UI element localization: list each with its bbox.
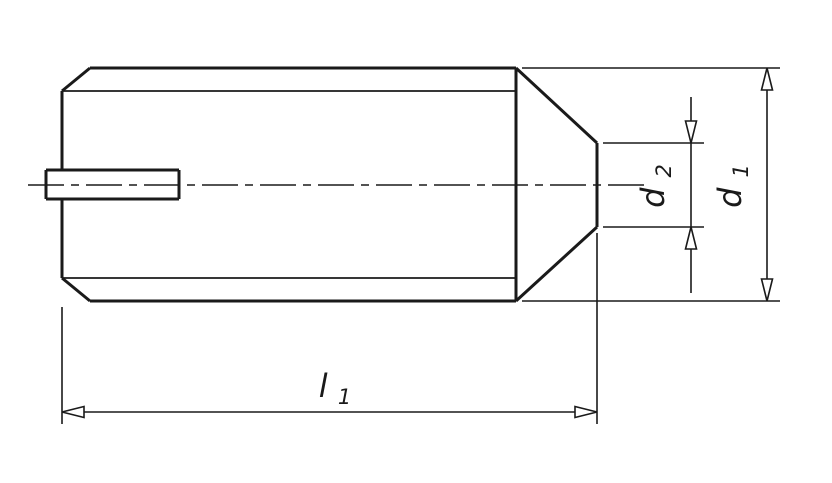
d1-arrowhead-top	[760, 67, 774, 91]
l1-arrowhead-right	[574, 405, 598, 419]
cone-bottom-flank	[514, 225, 599, 303]
label-d1: d 1	[711, 164, 753, 208]
d1-arrowhead-bottom	[760, 278, 774, 302]
dimension-d2: d 2	[603, 97, 704, 293]
label-l1-symbol: l	[319, 367, 328, 405]
thread-lines	[62, 90, 516, 279]
dimension-d1: d 1	[522, 67, 780, 302]
d2-arrowhead-bottom	[684, 226, 698, 250]
d2-arrowhead-top	[684, 120, 698, 144]
label-d2: d 2	[634, 164, 676, 208]
label-d2-subscript: 2	[652, 164, 676, 177]
label-l1-subscript: 1	[338, 385, 351, 409]
label-d1-symbol: d	[711, 187, 749, 208]
label-l1: l 1	[319, 367, 351, 409]
l1-arrowhead-left	[61, 405, 85, 419]
label-d1-subscript: 1	[729, 164, 753, 177]
label-d2-symbol: d	[634, 187, 672, 208]
dimension-l1: l 1	[61, 233, 598, 424]
chamfer-bottom-left	[61, 276, 91, 303]
chamfer-top-left	[61, 66, 91, 93]
cone-top-flank	[514, 66, 599, 145]
